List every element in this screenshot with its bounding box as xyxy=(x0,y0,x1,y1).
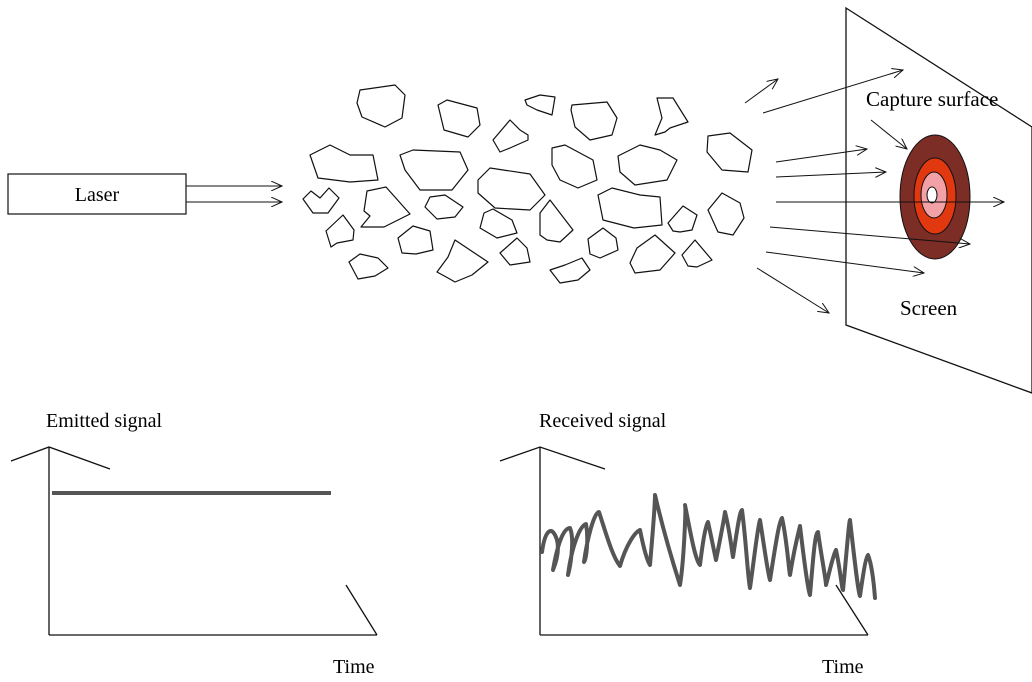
screen-label: Screen xyxy=(900,296,958,320)
received-signal-plot: Received signal Time xyxy=(499,410,877,678)
ray xyxy=(744,79,778,104)
particle-cloud xyxy=(302,84,753,284)
particle xyxy=(597,187,663,229)
particle xyxy=(587,227,619,259)
particle xyxy=(399,149,469,191)
ray xyxy=(762,70,903,114)
particle xyxy=(492,119,529,153)
received-x-axis-arrowhead xyxy=(835,584,869,636)
ray xyxy=(756,267,829,313)
particle xyxy=(437,99,481,138)
particle xyxy=(617,144,678,186)
particle xyxy=(570,101,618,141)
received-signal-wave xyxy=(540,493,877,600)
particle xyxy=(707,192,745,236)
capture-target xyxy=(899,134,971,260)
received-signal-title: Received signal xyxy=(539,410,667,432)
ray xyxy=(775,149,867,163)
ray xyxy=(870,119,907,149)
emitted-signal-title: Emitted signal xyxy=(46,410,163,432)
particle xyxy=(397,225,434,255)
target-center xyxy=(926,186,938,204)
particle xyxy=(499,237,531,266)
ray xyxy=(769,226,970,244)
particle xyxy=(348,253,389,280)
particle xyxy=(539,199,574,243)
particle xyxy=(629,234,676,274)
received-y-axis-arrowhead xyxy=(499,446,606,470)
ray xyxy=(765,251,924,273)
particle xyxy=(309,144,379,183)
emitted-time-label: Time xyxy=(333,656,375,678)
laser-source: Laser xyxy=(7,173,282,215)
particle xyxy=(479,208,518,239)
particle xyxy=(477,167,546,211)
particle xyxy=(681,239,713,268)
scattered-rays xyxy=(744,70,1004,313)
particle xyxy=(654,97,689,136)
particle xyxy=(302,187,340,214)
particle xyxy=(549,257,591,284)
particle xyxy=(551,144,598,189)
laser-label: Laser xyxy=(75,184,120,206)
particle xyxy=(424,194,464,220)
particle xyxy=(667,205,698,233)
emitted-x-axis-arrowhead xyxy=(345,584,378,636)
particle xyxy=(706,132,753,173)
particle xyxy=(524,94,556,116)
emitted-signal-plot: Emitted signal Time xyxy=(10,410,378,678)
ray xyxy=(775,172,886,178)
particle xyxy=(325,214,355,248)
received-time-label: Time xyxy=(822,656,864,678)
particle xyxy=(436,239,489,283)
particle xyxy=(360,186,411,228)
capture-surface-label: Capture surface xyxy=(866,87,998,111)
laser-box xyxy=(7,173,187,215)
particle xyxy=(356,84,406,128)
emitted-y-axis-arrowhead xyxy=(10,446,111,470)
